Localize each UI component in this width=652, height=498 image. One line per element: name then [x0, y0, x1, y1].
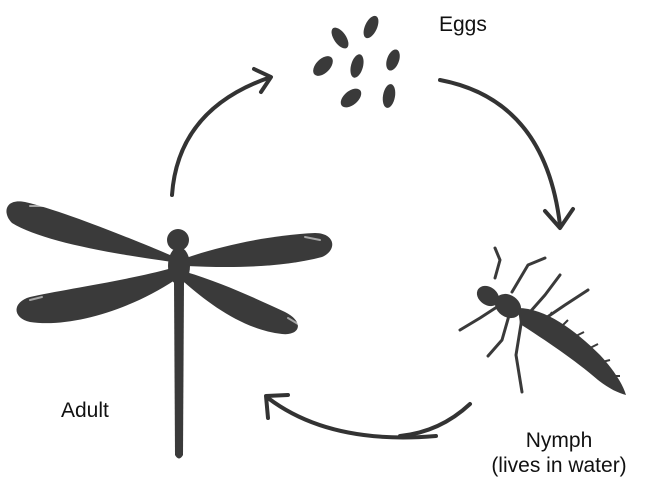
nymph-sublabel: (lives in water)	[471, 453, 647, 478]
nymph-label-group: Nymph (lives in water)	[471, 428, 647, 478]
arrow-adult-to-eggs	[172, 78, 268, 195]
eggs-label: Eggs	[439, 12, 487, 37]
dragonfly-icon	[6, 201, 332, 458]
arrow-eggs-to-nymph	[440, 80, 560, 225]
eggs-icon	[310, 14, 403, 111]
nymph-label: Nymph	[471, 428, 647, 453]
arrow-nymph-to-adult-segment	[268, 398, 436, 437]
nymph-icon	[460, 248, 626, 395]
adult-label: Adult	[61, 398, 109, 423]
arrow-nymph-to-adult	[400, 404, 470, 436]
